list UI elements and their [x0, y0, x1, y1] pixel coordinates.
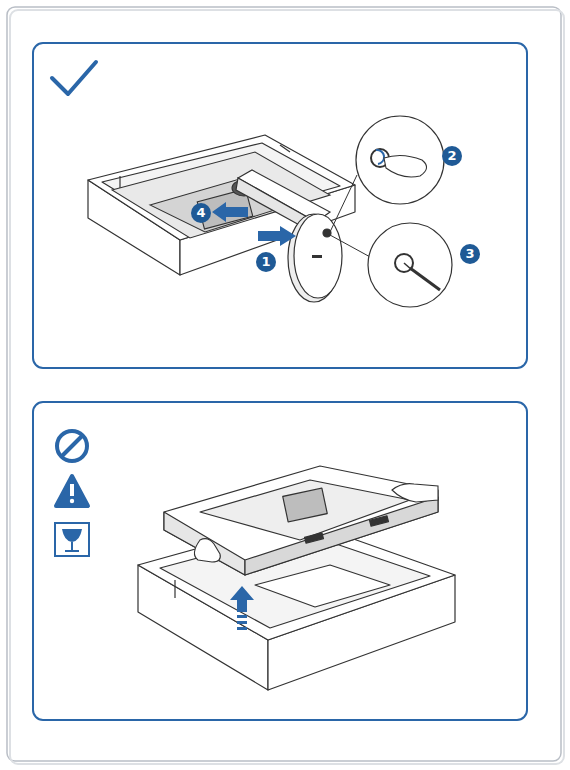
stand-base	[288, 214, 342, 302]
page-shadow	[10, 10, 564, 764]
warning-icon	[56, 476, 88, 506]
arrow-left	[212, 202, 248, 222]
zoom-detail	[330, 116, 452, 307]
panel-frame	[33, 43, 527, 368]
arrow-right	[258, 226, 296, 246]
callout-number: 3	[460, 244, 480, 264]
callout-number: 1	[256, 252, 276, 272]
page-frame	[7, 7, 561, 761]
callout-number: 2	[442, 146, 462, 166]
prohibited-icon	[57, 431, 87, 461]
hands	[194, 484, 438, 562]
monitor-lifted	[164, 466, 438, 575]
callout-number: 4	[191, 203, 211, 223]
fragile-icon	[55, 523, 89, 556]
panel-frame	[33, 402, 527, 720]
lift-arrow	[230, 586, 254, 630]
check-mark	[52, 62, 96, 94]
